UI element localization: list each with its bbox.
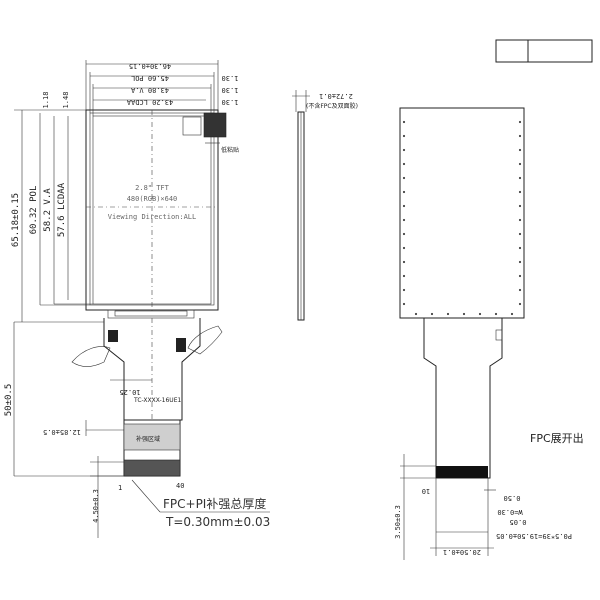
tape-callout-label: 低粘贴 (221, 146, 239, 154)
perimeter-dot (402, 260, 406, 264)
left-dimensions: 65.18±0.15 60.32 POL 58.2 V.A 57.6 LCDAA… (4, 92, 124, 477)
back-view: FPC展开出 3.50±0.3 10 0.50 W=0.30 0.05 P0.5… (394, 107, 584, 560)
perimeter-dot (414, 312, 418, 316)
perimeter-dots (402, 120, 522, 316)
perimeter-dot (518, 260, 522, 264)
perimeter-dot (402, 148, 406, 152)
fpc-note-value: T=0.30mm±0.03 (165, 515, 270, 529)
perimeter-dot (518, 274, 522, 278)
lcd-viewing-label: Viewing Direction:ALL (108, 213, 197, 221)
perimeter-dot (518, 148, 522, 152)
dim-back-fpc-length: 3.50±0.3 (394, 505, 402, 539)
side-view: 2.72±0.1 (不含FPC及双面胶) (292, 90, 358, 321)
back-fpc-tail (423, 318, 503, 479)
perimeter-dot (430, 312, 434, 316)
perimeter-dot (402, 288, 406, 292)
perimeter-dot (494, 312, 498, 316)
dim-pol-width: 45.60 POL (131, 74, 169, 82)
dim-w: W=0.30 (497, 508, 522, 516)
perimeter-dot (402, 204, 406, 208)
dim-pin1-label: 10 (422, 487, 430, 495)
top-dimensions: 46.30±0.15 45.60 POL 43.80 V.A 43.20 LCD… (85, 60, 239, 116)
fpc-tail (103, 318, 201, 421)
fpc-code-label: TC-XXXX-16UE1 (133, 397, 181, 404)
perimeter-dot (518, 218, 522, 222)
perimeter-dot (518, 134, 522, 138)
fpc-note-title: FPC+PI补强总厚度 (163, 496, 266, 511)
perimeter-dot (402, 302, 406, 306)
perimeter-dot (478, 312, 482, 316)
perimeter-dot (446, 312, 450, 316)
perimeter-dot (510, 312, 514, 316)
thickness-note: (不含FPC及双面胶) (306, 102, 358, 110)
dim-thickness: 2.72±0.1 (319, 92, 353, 100)
back-outline (399, 107, 525, 319)
fpc-dimensions: 10.25 12.85±0.5 4.50±0.3 (43, 379, 152, 538)
dim-right-margin-2: 1.30 (222, 86, 239, 94)
perimeter-dot (518, 120, 522, 124)
front-view: 低粘贴 2.8" TFT 480(RGB)×640 Viewing Direct… (4, 60, 270, 538)
back-gold-fingers (436, 466, 488, 478)
dim-right-margin-3: 1.30 (222, 98, 239, 106)
pin-1-label: 1 (118, 484, 122, 492)
dim-fpc-bottom: 4.50±0.3 (92, 489, 100, 523)
title-block (495, 39, 593, 63)
dim-fpc-total-length: 50±0.5 (4, 384, 14, 417)
dim-fpc-width: 20.50±0.1 (443, 548, 481, 556)
perimeter-dot (518, 288, 522, 292)
stiffener-area (123, 423, 181, 451)
right-hand-icon (187, 325, 223, 355)
fpc-unfold-label: FPC展开出 (530, 431, 584, 445)
fpc-gold-fingers (123, 459, 181, 477)
perimeter-dot (518, 190, 522, 194)
perimeter-dot (518, 246, 522, 250)
dim-overall-width: 46.30±0.15 (129, 62, 171, 70)
dim-aa-height: 57.6 LCDAA (57, 182, 67, 237)
perimeter-dot (518, 176, 522, 180)
dim-top-offset-1: 1.18 (42, 92, 50, 109)
perimeter-dot (402, 162, 406, 166)
perimeter-dot (402, 246, 406, 250)
left-hand-icon (71, 346, 111, 367)
stiffener-label: 补强区域 (136, 435, 160, 443)
tape-hatch (203, 112, 227, 138)
dim-gap: 0.05 (510, 518, 527, 526)
pin-40-label: 40 (176, 482, 184, 490)
dim-pin-width: 0.50 (504, 494, 521, 502)
dim-right-margin-1: 1.30 (222, 74, 239, 82)
lcd-size-label: 2.8" TFT (135, 184, 170, 192)
perimeter-dot (518, 302, 522, 306)
dim-va-height: 58.2 V.A (43, 188, 53, 232)
perimeter-dot (402, 176, 406, 180)
perimeter-dot (518, 204, 522, 208)
dim-pitch: P0.5*39=19.50±0.05 (496, 532, 572, 540)
dim-overall-height: 65.18±0.15 (11, 193, 21, 247)
perimeter-dot (518, 232, 522, 236)
perimeter-dot (402, 274, 406, 278)
lcd-resolution-label: 480(RGB)×640 (127, 195, 178, 203)
dim-va-width: 43.80 V.A (130, 86, 169, 94)
perimeter-dot (402, 232, 406, 236)
dim-fpc-offset: 10.25 (119, 388, 140, 396)
perimeter-dot (518, 162, 522, 166)
perimeter-dot (402, 190, 406, 194)
dim-top-offset-2: 1.48 (62, 92, 70, 109)
dim-fpc-left: 12.85±0.5 (43, 428, 81, 436)
perimeter-dot (402, 134, 406, 138)
dim-pol-height: 60.32 POL (29, 186, 39, 235)
perimeter-dot (402, 120, 406, 124)
dim-aa-width: 43.20 LCDAA (126, 98, 173, 106)
perimeter-dot (402, 218, 406, 222)
perimeter-dot (462, 312, 466, 316)
